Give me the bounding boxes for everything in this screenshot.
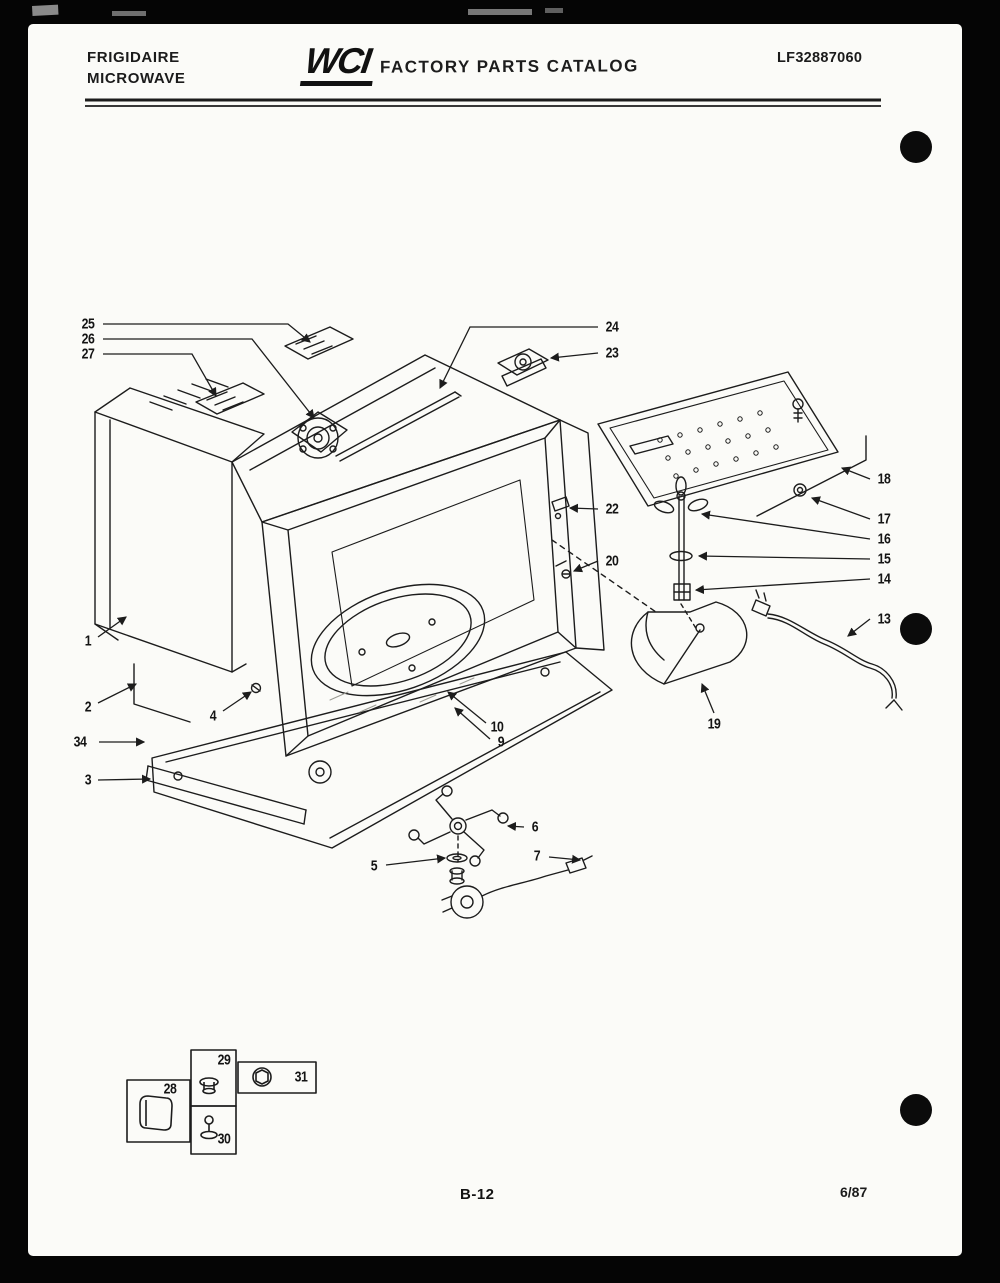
paper-sheet [28, 24, 962, 1256]
leader-line-14 [694, 578, 871, 595]
header-rule [85, 98, 881, 107]
leader-line-24 [439, 326, 598, 390]
leader-line-25 [103, 323, 311, 343]
leader-line-22 [568, 503, 599, 513]
leader-line-5 [385, 854, 447, 866]
leader-line-19 [700, 682, 715, 714]
leader-line-13 [847, 618, 871, 637]
leader-line-9 [454, 707, 491, 740]
callout-leader-lines [97, 323, 871, 866]
leader-line-26 [103, 338, 315, 419]
legend-boxes [126, 1049, 317, 1155]
cap-part-icon [139, 1095, 173, 1131]
leader-line-18 [840, 466, 871, 480]
leader-line-20 [572, 560, 599, 573]
leader-line-6 [506, 821, 525, 832]
nut-part-icon [252, 1067, 272, 1087]
leader-line-4 [222, 691, 252, 712]
drawing-linework [94, 326, 903, 919]
leader-line-3 [97, 774, 152, 784]
leader-line-2 [97, 683, 138, 704]
scan-artifacts [32, 4, 563, 16]
registration-dots [900, 131, 932, 1126]
leader-line-1 [97, 616, 127, 638]
grommet-part-icon [199, 1077, 219, 1095]
leader-line-27 [103, 353, 217, 397]
leader-line-7 [548, 854, 582, 864]
bushing-part-icon [200, 1115, 218, 1140]
leader-line-23 [549, 352, 599, 362]
leader-line-17 [810, 496, 871, 520]
leader-line-15 [697, 551, 871, 561]
leader-line-16 [700, 510, 871, 540]
leader-line-10 [447, 691, 487, 724]
